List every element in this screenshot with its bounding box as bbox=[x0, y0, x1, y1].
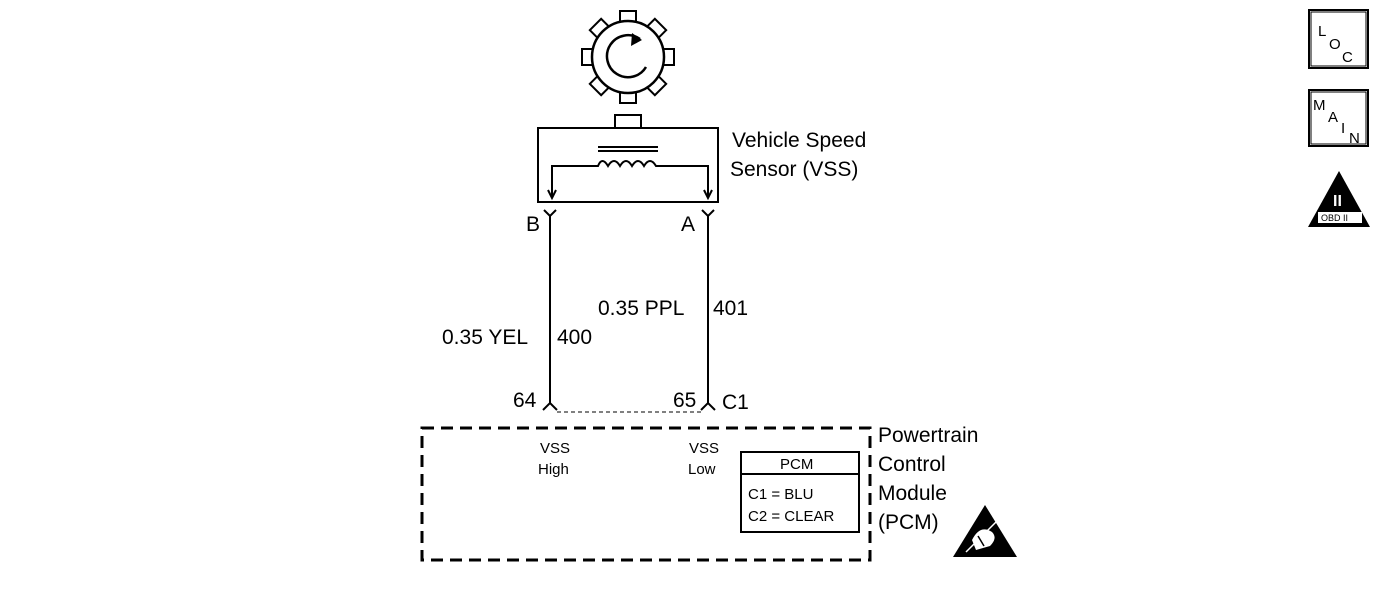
connector-c1-label: C1 bbox=[722, 391, 749, 414]
sensor-pin-b: B bbox=[526, 213, 540, 236]
pcm-name-line3: Module bbox=[878, 482, 947, 505]
pcm-pin-64 bbox=[542, 401, 558, 411]
sensor-pin-a: A bbox=[681, 213, 695, 236]
wire-right-gauge-color: 0.35 PPL bbox=[598, 297, 684, 320]
pcm-pin-65-label: 65 bbox=[673, 389, 696, 412]
obd-label: OBD II bbox=[1321, 213, 1348, 223]
main-letter-n: N bbox=[1349, 130, 1360, 147]
pcm-name-line1: Powertrain bbox=[878, 424, 978, 447]
pcm-connector-table bbox=[740, 451, 860, 533]
main-letter-i: I bbox=[1341, 120, 1345, 137]
terminal-a bbox=[701, 209, 715, 218]
vss-high-line1: VSS bbox=[540, 440, 570, 457]
main-letter-m: M bbox=[1313, 97, 1326, 114]
sensor-tip bbox=[614, 114, 642, 130]
sensor-name-line2: Sensor (VSS) bbox=[730, 158, 858, 181]
vss-high-line2: High bbox=[538, 461, 569, 478]
pcm-name-line4: (PCM) bbox=[878, 511, 939, 534]
obd-numeral: II bbox=[1333, 193, 1342, 210]
pcm-pin-65 bbox=[700, 401, 716, 411]
pcm-pin-64-label: 64 bbox=[513, 389, 537, 412]
pcm-table-header: PCM bbox=[780, 456, 813, 473]
loc-letter-o: O bbox=[1329, 36, 1341, 53]
obd-ii-icon[interactable] bbox=[1308, 171, 1370, 227]
main-letter-a: A bbox=[1328, 109, 1338, 126]
wire-left-circuit: 400 bbox=[557, 326, 592, 349]
pcm-table-row2: C2 = CLEAR bbox=[748, 508, 834, 525]
wire-left-gauge-color: 0.35 YEL bbox=[442, 326, 528, 349]
loc-letter-l: L bbox=[1318, 23, 1326, 40]
loc-button[interactable] bbox=[1308, 9, 1369, 69]
main-button[interactable] bbox=[1308, 89, 1369, 147]
sensor-name-line1: Vehicle Speed bbox=[732, 129, 866, 152]
reluctor-wheel-icon bbox=[581, 10, 675, 104]
pcm-table-row1: C1 = BLU bbox=[748, 486, 813, 503]
esd-warning-icon bbox=[953, 505, 1017, 557]
loc-letter-c: C bbox=[1342, 49, 1353, 66]
vss-low-line2: Low bbox=[688, 461, 716, 478]
vss-low-line1: VSS bbox=[689, 440, 719, 457]
wire-right-circuit: 401 bbox=[713, 297, 748, 320]
pcm-boundary bbox=[420, 426, 872, 562]
vehicle-speed-sensor bbox=[537, 127, 719, 203]
pcm-name-line2: Control bbox=[878, 453, 946, 476]
terminal-b bbox=[543, 209, 557, 218]
